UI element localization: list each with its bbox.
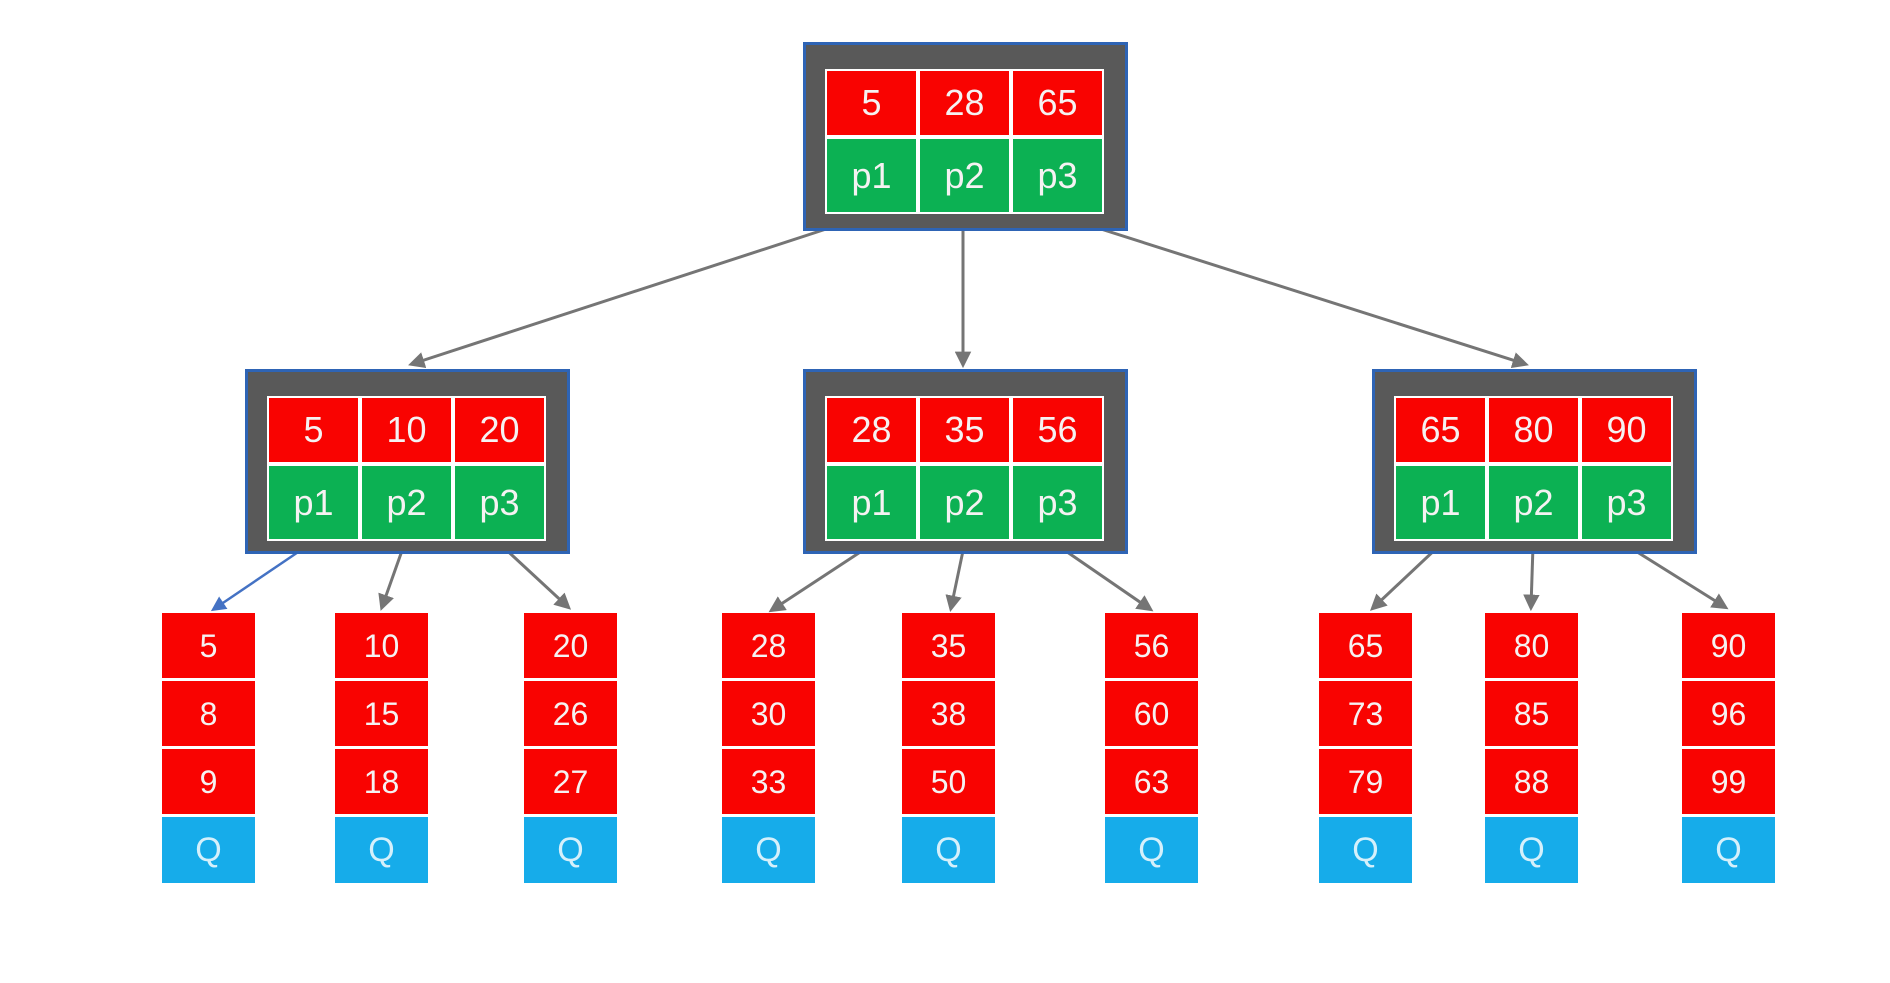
root-pointer-cell-3: p3 xyxy=(1011,137,1104,214)
arrow-internal-2-p1-to-leaf-4 xyxy=(768,543,872,613)
arrow-internal-3-p2-to-leaf-8 xyxy=(1523,545,1540,612)
internal-2-key-cell-3: 56 xyxy=(1011,396,1104,464)
leaf-2-value-3: 18 xyxy=(335,749,428,814)
leaf-3-queue-cell: Q xyxy=(524,817,617,883)
internal-2-pointer-row: p1 p2 p3 xyxy=(825,464,1106,541)
leaf-8-queue-cell: Q xyxy=(1485,817,1578,883)
internal-1-pointer-cell-2: p2 xyxy=(360,464,453,541)
leaf-6-value-2: 60 xyxy=(1105,681,1198,746)
leaf-3-value-2: 26 xyxy=(524,681,617,746)
arrow-internal-2-p2-to-leaf-5 xyxy=(945,545,966,613)
leaf-node-1: 5 8 9 Q xyxy=(162,613,255,883)
leaf-5-value-2: 38 xyxy=(902,681,995,746)
internal-3-key-cell-1: 65 xyxy=(1394,396,1487,464)
leaf-3-value-3: 27 xyxy=(524,749,617,814)
leaf-9-value-2: 96 xyxy=(1682,681,1775,746)
root-node: 5 28 65 p1 p2 p3 xyxy=(803,42,1128,231)
internal-3-pointer-cell-1: p1 xyxy=(1394,464,1487,541)
arrow-internal-3-p1-to-leaf-7 xyxy=(1369,543,1442,611)
internal-1-pointer-cell-3: p3 xyxy=(453,464,546,541)
leaf-1-value-1: 5 xyxy=(162,613,255,678)
arrow-root-p1-to-internal-1 xyxy=(408,214,867,369)
leaf-2-value-2: 15 xyxy=(335,681,428,746)
leaf-2-queue-cell: Q xyxy=(335,817,428,883)
leaf-5-queue-cell: Q xyxy=(902,817,995,883)
internal-2-key-cell-2: 35 xyxy=(918,396,1011,464)
arrow-internal-1-p2-to-leaf-2 xyxy=(378,544,406,611)
leaf-5-value-1: 35 xyxy=(902,613,995,678)
leaf-7-value-3: 79 xyxy=(1319,749,1412,814)
internal-3-key-row: 65 80 90 xyxy=(1394,396,1675,464)
internal-2-key-row: 28 35 56 xyxy=(825,396,1106,464)
internal-2-pointer-cell-2: p2 xyxy=(918,464,1011,541)
root-pointer-row: p1 p2 p3 xyxy=(825,137,1106,214)
leaf-9-queue-cell: Q xyxy=(1682,817,1775,883)
root-key-cell-2: 28 xyxy=(918,69,1011,137)
leaf-7-value-1: 65 xyxy=(1319,613,1412,678)
leaf-5-value-3: 50 xyxy=(902,749,995,814)
internal-2-key-cell-1: 28 xyxy=(825,396,918,464)
internal-2-pointer-cell-1: p1 xyxy=(825,464,918,541)
leaf-9-value-3: 99 xyxy=(1682,749,1775,814)
arrow-internal-2-p3-to-leaf-6 xyxy=(1056,543,1154,612)
internal-3-pointer-cell-3: p3 xyxy=(1580,464,1673,541)
leaf-8-value-3: 88 xyxy=(1485,749,1578,814)
leaf-6-value-3: 63 xyxy=(1105,749,1198,814)
arrow-internal-3-p3-to-leaf-9 xyxy=(1625,543,1729,610)
leaf-4-value-2: 30 xyxy=(722,681,815,746)
internal-1-key-cell-3: 20 xyxy=(453,396,546,464)
internal-2-pointer-cell-3: p3 xyxy=(1011,464,1104,541)
internal-3-pointer-cell-2: p2 xyxy=(1487,464,1580,541)
internal-1-key-cell-2: 10 xyxy=(360,396,453,464)
leaf-1-value-2: 8 xyxy=(162,681,255,746)
leaf-node-6: 56 60 63 Q xyxy=(1105,613,1198,883)
leaf-node-8: 80 85 88 Q xyxy=(1485,613,1578,883)
internal-3-pointer-row: p1 p2 p3 xyxy=(1394,464,1675,541)
leaf-node-3: 20 26 27 Q xyxy=(524,613,617,883)
leaf-node-5: 35 38 50 Q xyxy=(902,613,995,883)
leaf-8-value-1: 80 xyxy=(1485,613,1578,678)
leaf-1-queue-cell: Q xyxy=(162,817,255,883)
internal-node-1: 5 10 20 p1 p2 p3 xyxy=(245,369,570,554)
internal-1-pointer-cell-1: p1 xyxy=(267,464,360,541)
internal-node-3: 65 80 90 p1 p2 p3 xyxy=(1372,369,1697,554)
leaf-node-9: 90 96 99 Q xyxy=(1682,613,1775,883)
leaf-1-value-3: 9 xyxy=(162,749,255,814)
leaf-7-queue-cell: Q xyxy=(1319,817,1412,883)
leaf-4-queue-cell: Q xyxy=(722,817,815,883)
internal-node-2: 28 35 56 p1 p2 p3 xyxy=(803,369,1128,554)
root-key-cell-3: 65 xyxy=(1011,69,1104,137)
arrow-root-p3-to-internal-3 xyxy=(1059,214,1529,369)
internal-3-key-cell-3: 90 xyxy=(1580,396,1673,464)
leaf-6-value-1: 56 xyxy=(1105,613,1198,678)
leaf-node-7: 65 73 79 Q xyxy=(1319,613,1412,883)
internal-1-key-cell-1: 5 xyxy=(267,396,360,464)
root-pointer-cell-1: p1 xyxy=(825,137,918,214)
leaf-node-4: 28 30 33 Q xyxy=(722,613,815,883)
root-key-row: 5 28 65 xyxy=(825,69,1106,137)
leaf-node-2: 10 15 18 Q xyxy=(335,613,428,883)
internal-1-key-row: 5 10 20 xyxy=(267,396,548,464)
internal-3-key-cell-2: 80 xyxy=(1487,396,1580,464)
root-key-cell-1: 5 xyxy=(825,69,918,137)
leaf-8-value-2: 85 xyxy=(1485,681,1578,746)
leaf-3-value-1: 20 xyxy=(524,613,617,678)
leaf-9-value-1: 90 xyxy=(1682,613,1775,678)
leaf-6-queue-cell: Q xyxy=(1105,817,1198,883)
internal-1-pointer-row: p1 p2 p3 xyxy=(267,464,548,541)
arrow-internal-1-p1-to-leaf-1 xyxy=(210,542,311,612)
leaf-4-value-3: 33 xyxy=(722,749,815,814)
leaf-2-value-1: 10 xyxy=(335,613,428,678)
root-pointer-cell-2: p2 xyxy=(918,137,1011,214)
leaf-7-value-2: 73 xyxy=(1319,681,1412,746)
leaf-4-value-1: 28 xyxy=(722,613,815,678)
arrow-internal-1-p3-to-leaf-3 xyxy=(498,542,572,610)
